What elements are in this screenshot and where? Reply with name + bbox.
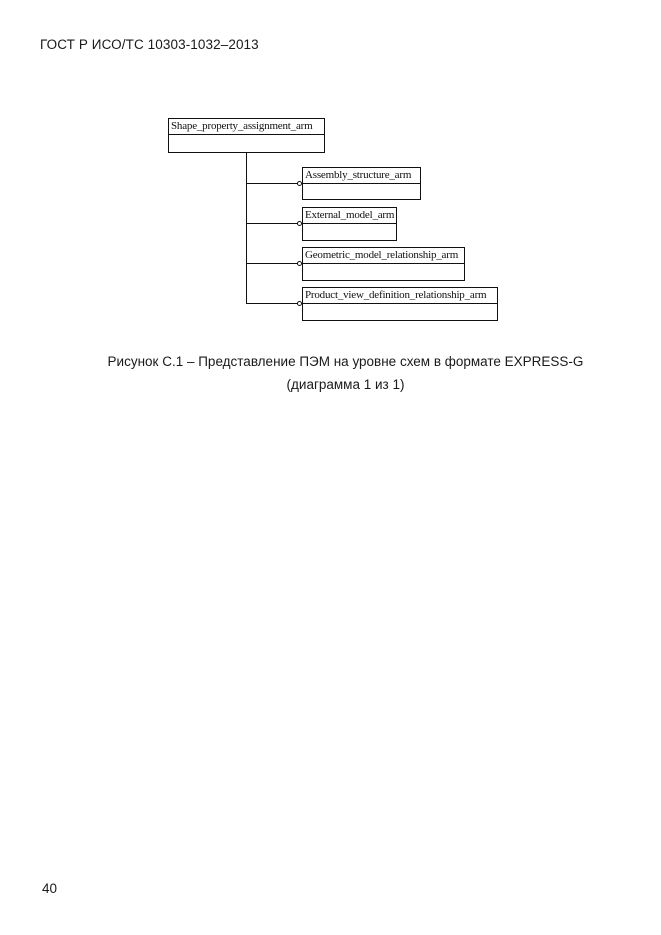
entity-name: Product_view_definition_relationship_arm <box>303 288 497 304</box>
entity-name: Geometric_model_relationship_arm <box>303 248 464 264</box>
relationship-circle-icon <box>297 181 302 186</box>
entity-product-view-definition-relationship-arm: Product_view_definition_relationship_arm <box>302 287 498 321</box>
entity-name: External_model_arm <box>303 208 396 224</box>
relationship-circle-icon <box>297 221 302 226</box>
entity-shape-property-assignment-arm: Shape_property_assignment_arm <box>168 118 325 153</box>
branch-line <box>246 263 299 264</box>
branch-line <box>246 183 299 184</box>
page-number: 40 <box>42 881 58 896</box>
figure-caption-subtitle: (диаграмма 1 из 1) <box>286 377 405 392</box>
trunk-line <box>246 153 247 304</box>
entity-assembly-structure-arm: Assembly_structure_arm <box>302 167 421 200</box>
figure-caption: Рисунок С.1 – Представление ПЭМ на уровн… <box>107 354 584 369</box>
document-header: ГОСТ Р ИСО/ТС 10303-1032–2013 <box>40 37 259 52</box>
entity-name: Assembly_structure_arm <box>303 168 420 184</box>
branch-line <box>246 303 299 304</box>
entity-external-model-arm: External_model_arm <box>302 207 397 241</box>
branch-line <box>246 223 299 224</box>
entity-name: Shape_property_assignment_arm <box>169 119 324 135</box>
entity-geometric-model-relationship-arm: Geometric_model_relationship_arm <box>302 247 465 281</box>
relationship-circle-icon <box>297 301 302 306</box>
relationship-circle-icon <box>297 261 302 266</box>
